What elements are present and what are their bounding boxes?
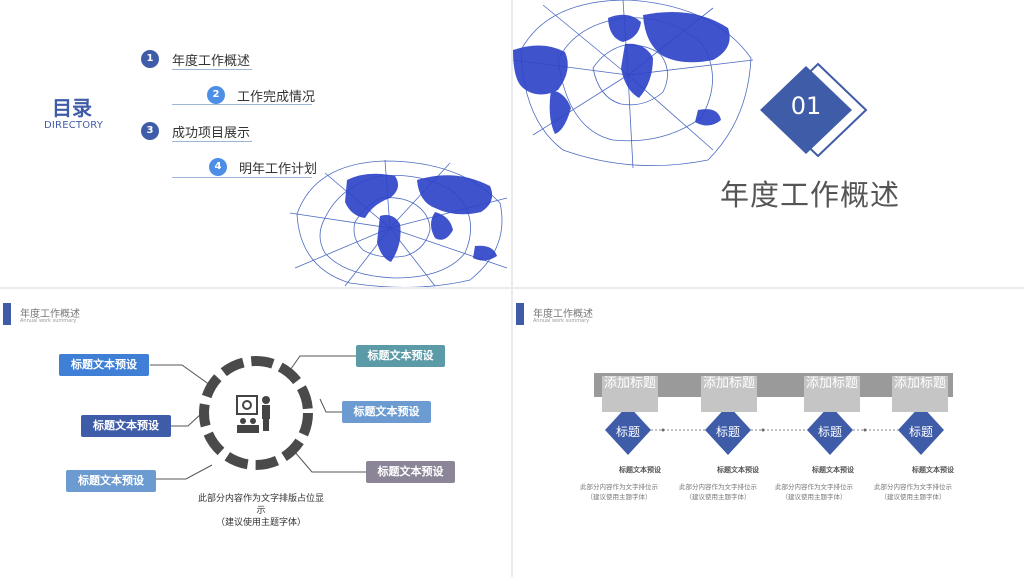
slide-header-subtitle: Annual work summary — [20, 318, 77, 324]
step-tile-2[interactable]: 添加标题 — [701, 376, 757, 412]
toc-item-2[interactable]: 工作完成情况 — [237, 90, 316, 105]
toc-item-3[interactable]: 成功项目展示 — [172, 126, 251, 141]
directory-subtitle: DIRECTORY — [44, 120, 104, 131]
slide-header-title: 年度工作概述 — [533, 309, 593, 320]
slide-timeline[interactable]: 年度工作概述 Annual work summary 添加标题 添加标题 添加标… — [513, 289, 1024, 577]
slide-section-01[interactable]: 01 年度工作概述 — [513, 0, 1024, 287]
number-badge-diamond — [760, 62, 868, 158]
toc-underline — [172, 141, 252, 142]
step-desc-4b: （建议使用主题字体） — [880, 493, 946, 501]
step-desc-3a: 此部分内容作为文字排位示 — [775, 483, 853, 491]
step-desc-4a: 此部分内容作为文字排位示 — [874, 483, 952, 491]
toc-number-4: 4 — [209, 158, 227, 176]
slide-radial-diagram[interactable]: 年度工作概述 Annual work summary 标题文本预设 标题文本预设… — [0, 289, 511, 577]
connector-lines — [128, 355, 366, 480]
caption-line-1: 此部分内容作为文字排版占位显 — [197, 494, 324, 504]
section-number: 01 — [790, 92, 822, 120]
step-tile-3[interactable]: 添加标题 — [804, 376, 860, 412]
section-title: 年度工作概述 — [720, 178, 901, 212]
toc-underline — [172, 69, 252, 70]
slide-header-subtitle: Annual work summary — [533, 318, 590, 324]
label-box-left-top[interactable]: 标题文本预设 — [59, 354, 149, 376]
toc-number-2: 2 — [207, 86, 225, 104]
presentation-icon — [236, 395, 270, 433]
step-desc-1a: 此部分内容作为文字排位示 — [580, 483, 658, 491]
step-label-1: 标题文本预设 — [619, 466, 661, 474]
label-box-right-bottom[interactable]: 标题文本预设 — [366, 461, 455, 483]
directory-title: 目录 — [52, 96, 92, 120]
header-accent-bar — [3, 303, 11, 325]
step-desc-3b: （建议使用主题字体） — [781, 493, 847, 501]
step-desc-2a: 此部分内容作为文字排位示 — [679, 483, 757, 491]
step-tile-1[interactable]: 添加标题 — [602, 376, 658, 412]
step-label-3: 标题文本预设 — [812, 466, 854, 474]
step-diamond-label-1: 标题 — [615, 425, 640, 439]
world-map-web-image — [513, 0, 754, 169]
toc-number-3: 3 — [141, 122, 159, 140]
caption-line-3: （建议使用主题字体） — [215, 518, 306, 528]
label-box-left-bottom[interactable]: 标题文本预设 — [66, 470, 156, 492]
toc-item-4[interactable]: 明年工作计划 — [239, 162, 318, 177]
label-box-right-top[interactable]: 标题文本预设 — [356, 345, 445, 367]
timeline-connectors — [605, 405, 944, 455]
step-label-4: 标题文本预设 — [912, 466, 954, 474]
slide-directory[interactable]: 目录 DIRECTORY 1 年度工作概述 2 工作完成情况 3 成功项目展示 … — [0, 0, 511, 287]
toc-item-1[interactable]: 年度工作概述 — [172, 54, 251, 69]
toc-number-1: 1 — [141, 50, 159, 68]
slide-header-title: 年度工作概述 — [20, 309, 80, 320]
header-accent-bar — [516, 303, 524, 325]
toc-underline — [172, 177, 312, 178]
step-desc-2b: （建议使用主题字体） — [685, 493, 751, 501]
step-diamond-label-2: 标题 — [715, 425, 740, 439]
step-label-2: 标题文本预设 — [717, 466, 759, 474]
step-desc-1b: （建议使用主题字体） — [586, 493, 652, 501]
world-map-web-image — [289, 159, 508, 287]
caption-line-2: 示 — [256, 506, 266, 516]
label-box-right-middle[interactable]: 标题文本预设 — [342, 401, 431, 423]
step-diamond-label-3: 标题 — [817, 425, 842, 439]
label-box-left-middle[interactable]: 标题文本预设 — [81, 415, 171, 437]
step-diamond-label-4: 标题 — [908, 425, 933, 439]
step-tile-4[interactable]: 添加标题 — [892, 376, 948, 412]
toc-underline — [172, 104, 312, 105]
